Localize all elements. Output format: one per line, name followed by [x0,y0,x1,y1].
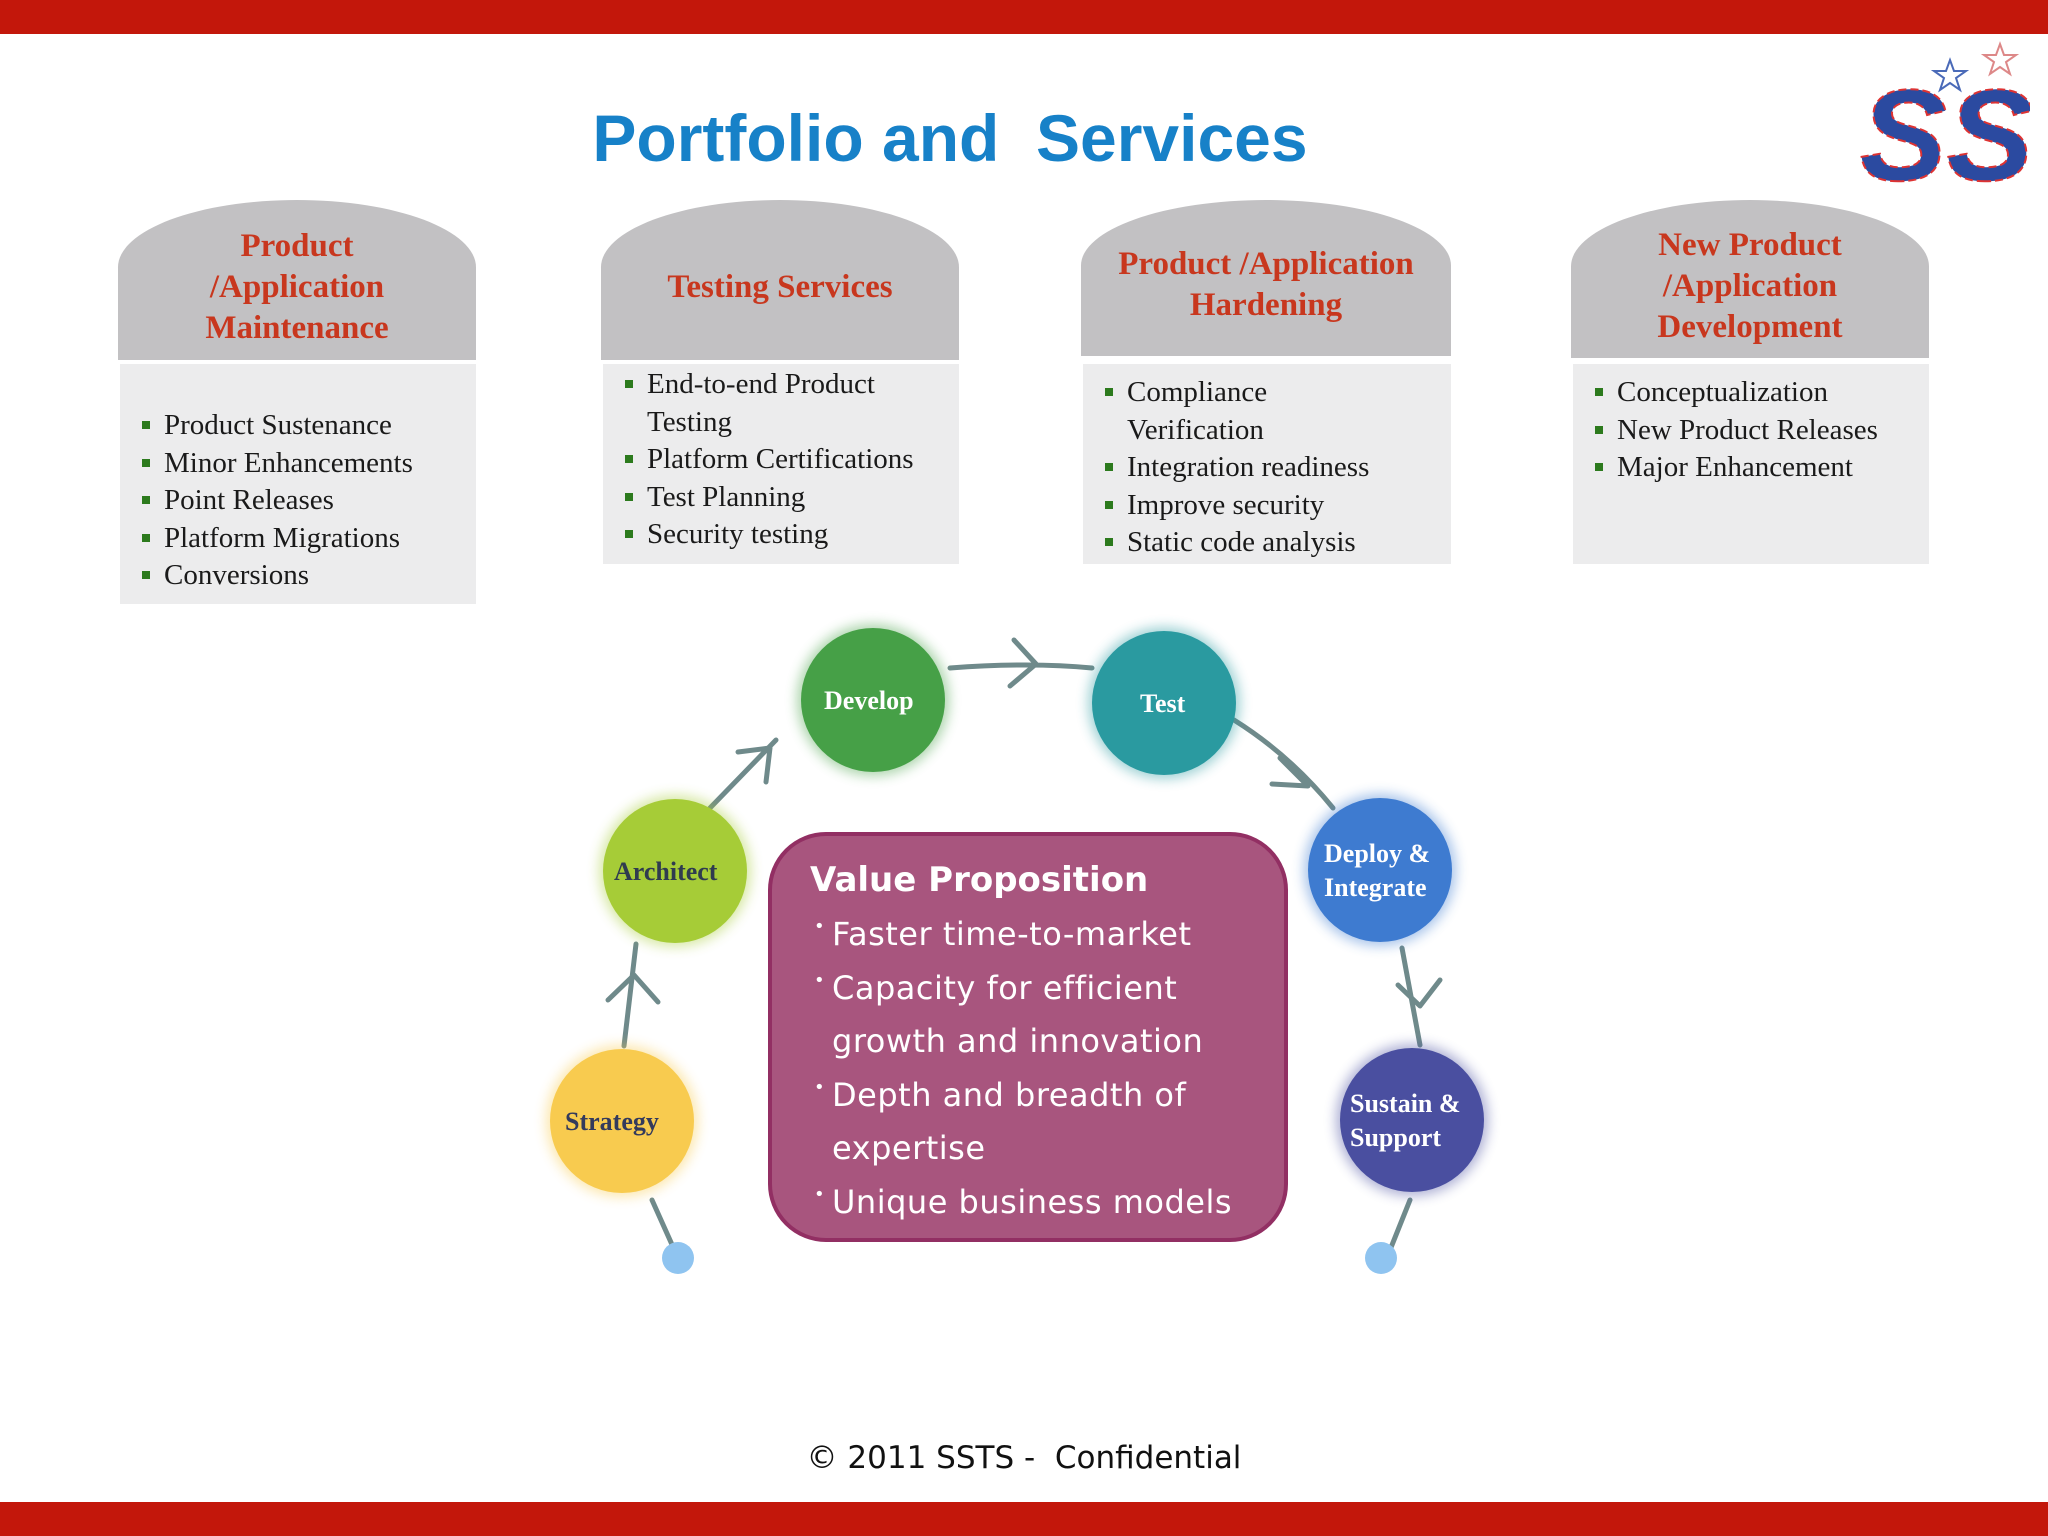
stage-label: Integrate [1324,873,1427,902]
star-icon [1930,57,1970,93]
list-item: Product Sustenance [120,407,476,445]
stage-circle [603,799,747,943]
card-heading: Product /Application Maintenance [118,200,476,360]
list-item: Minor Enhancements [120,445,476,483]
endpoint-dot [1365,1242,1397,1274]
star-icon [1980,41,2020,77]
card-heading-line: New Product [1658,226,1842,263]
list-item: Static code analysis [1083,524,1451,562]
card-heading-line: Development [1657,308,1843,345]
logo-text: SS [1860,62,2030,200]
value-item-continued: expertise [832,1129,986,1167]
value-item: Faster time-to-market [810,900,1254,962]
list-item: Point Releases [120,482,476,520]
service-card-maintenance: Product /Application Maintenance Product… [118,200,476,605]
list-item: End-to-end Product [603,366,959,404]
list-item: Conversions [120,557,476,595]
stage-label: Develop [824,686,914,715]
card-heading-line: Testing Services [667,268,893,305]
list-item: Test Planning [603,479,959,517]
stage-label: Support [1350,1123,1441,1152]
list-item-continued: Testing [647,405,732,438]
stage-label: Architect [614,857,718,886]
list-item: Platform Certifications [603,441,959,479]
list-item: Conceptualization [1573,374,1929,412]
stage-circle [1092,631,1236,775]
stage-test: Test [1088,627,1240,779]
value-item: Capacity for efficient [810,954,1254,1016]
card-heading-line: Product [240,227,354,264]
stage-circle [1308,798,1452,942]
list-item: Improve security [1083,487,1451,525]
value-proposition-box: Value Proposition Faster time-to-market … [768,832,1288,1242]
card-body: Compliance Verification Integration read… [1083,364,1451,564]
endpoint-dot [662,1242,694,1274]
list-item-continued: Verification [1127,413,1264,446]
stage-deploy: Deploy & Integrate [1304,794,1456,946]
list-item: Security testing [603,516,959,554]
page-title: Portfolio and Services [592,101,1308,175]
card-heading: Testing Services [601,200,959,360]
card-heading-line: /Application [209,268,385,305]
stage-sustain: Sustain & Support [1336,1044,1488,1196]
stage-circle [801,628,945,772]
card-heading-line: Maintenance [205,309,389,346]
card-heading: Product /Application Hardening [1081,200,1451,356]
list-item: Major Enhancement [1573,449,1929,487]
value-item-continued: growth and innovation [832,1022,1204,1060]
value-item: Depth and breadth of [810,1061,1254,1123]
service-card-testing: Testing Services End-to-end Product Test… [601,200,959,566]
stage-strategy: Strategy [546,1045,698,1197]
list-item: Compliance [1083,374,1451,412]
service-card-development: New Product /Application Development Con… [1571,200,1929,566]
company-logo: SS [1859,41,2030,200]
list-item: Platform Migrations [120,520,476,558]
card-body: End-to-end Product Testing Platform Cert… [603,364,959,564]
stage-architect: Architect [599,795,751,947]
value-proposition-title: Value Proposition [810,860,1149,900]
list-item: Integration readiness [1083,449,1451,487]
stage-label: Strategy [565,1107,659,1136]
connector-path [621,662,1423,1261]
card-heading: New Product /Application Development [1571,200,1929,358]
stage-label: Sustain & [1350,1089,1461,1118]
card-body: Product Sustenance Minor Enhancements Po… [120,364,476,604]
bottom-banner [0,1502,2048,1536]
service-card-hardening: Product /Application Hardening Complianc… [1081,200,1451,566]
stage-label: Deploy & [1324,839,1430,868]
stage-circle [1340,1048,1484,1192]
card-heading-line: /Application [1662,267,1838,304]
value-item: Unique business models [810,1168,1254,1230]
card-heading-line: Product /Application [1118,246,1414,282]
stage-develop: Develop [797,624,949,776]
footer-confidential: © 2011 SSTS - Confidential [806,1440,1242,1476]
card-body: Conceptualization New Product Releases M… [1573,364,1929,564]
stage-circle [550,1049,694,1193]
card-heading-line: Hardening [1189,287,1343,323]
arrow-icon [605,637,1443,1009]
top-banner [0,0,2048,34]
stage-label: Test [1140,689,1186,718]
list-item: New Product Releases [1573,412,1929,450]
